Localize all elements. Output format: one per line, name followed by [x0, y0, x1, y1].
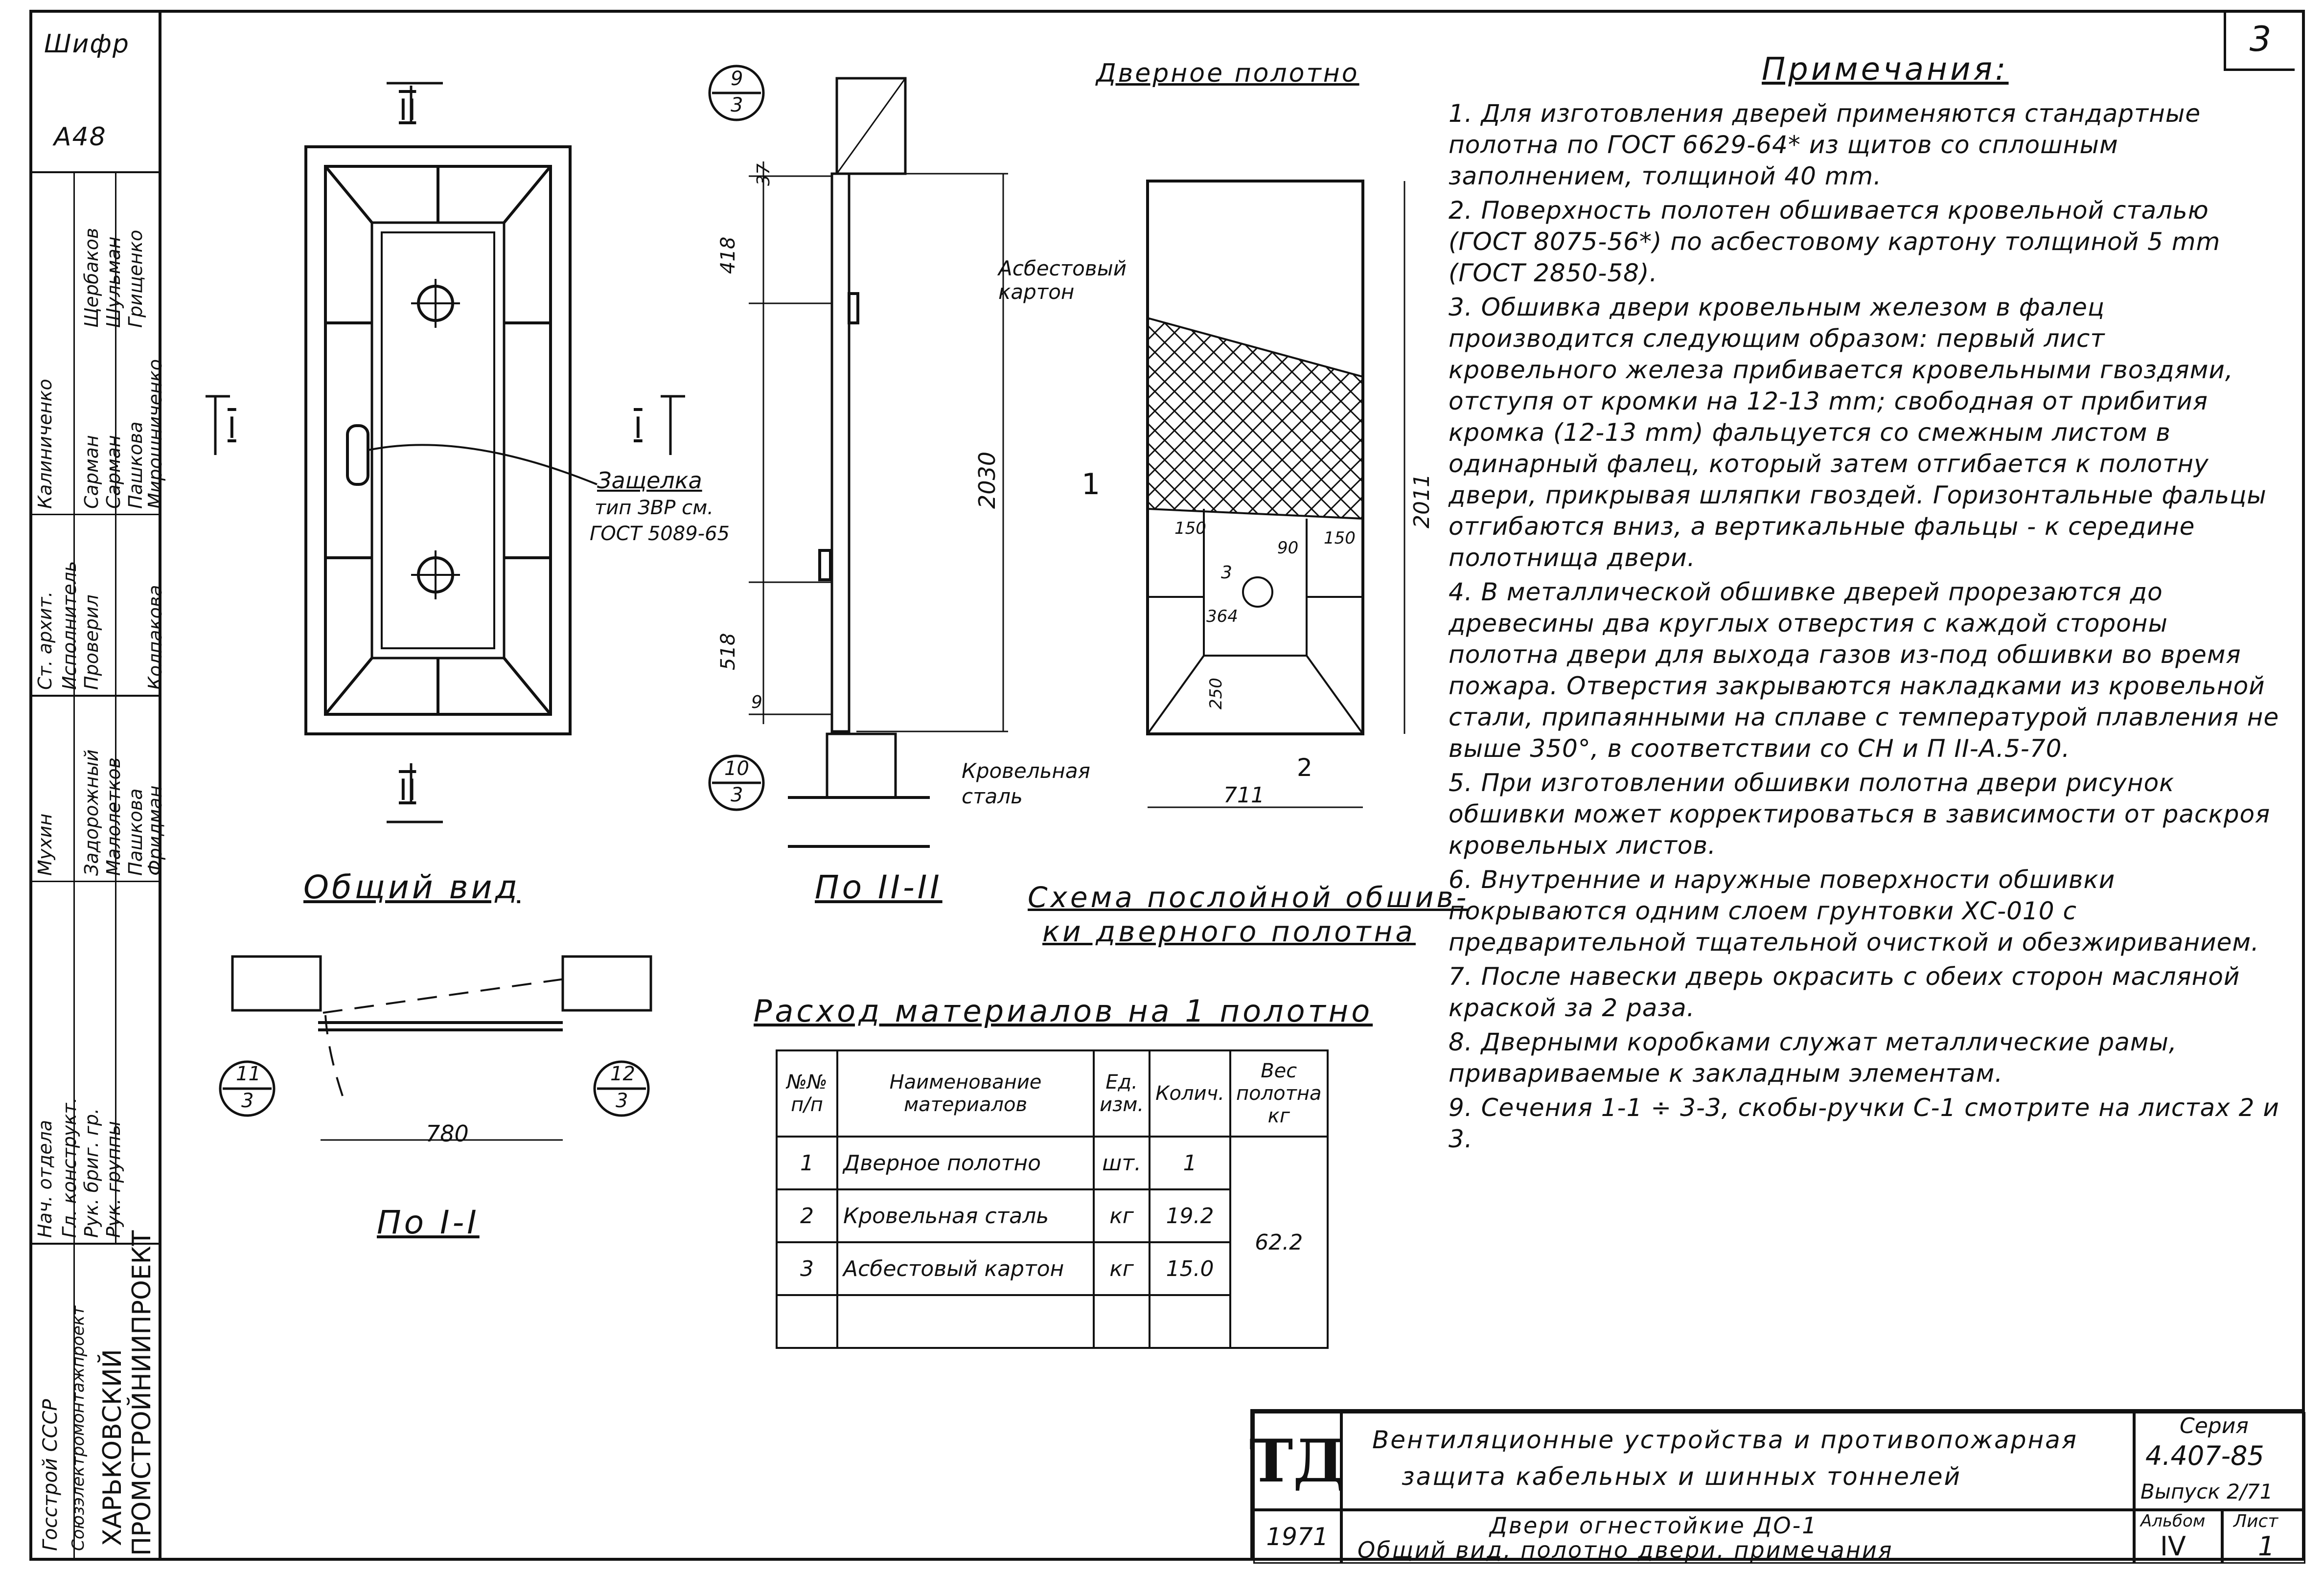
- series-label: Серия: [2180, 1413, 2249, 1438]
- table-row: 1 Дверное полотно шт. 1 62.2: [776, 1136, 1329, 1349]
- note-3: 3. Обшивка двери кровельным железом в фа…: [1449, 293, 2267, 572]
- row-unit: кг: [1092, 1188, 1151, 1243]
- section-2-2-drawing: [749, 77, 1008, 848]
- materials-title: Расход материалов на 1 полотно: [754, 993, 1373, 1029]
- callout-12-sheet: 3: [616, 1090, 628, 1112]
- section-mark-i-left: I: [228, 411, 236, 445]
- dim-3: 3: [1221, 563, 1232, 583]
- sheet-label: Лист: [2233, 1511, 2278, 1531]
- header-no: №№ п/п: [776, 1049, 838, 1138]
- note-2: 2. Поверхность полотен обшивается кровел…: [1449, 196, 2221, 287]
- row-name: Дверное полотно: [836, 1136, 1095, 1190]
- project-line-2: защита кабельных и шинных тоннелей: [1402, 1462, 1962, 1491]
- roof-steel-label: Кровельная сталь: [962, 759, 1090, 808]
- scheme-caption-2: ки дверного полотна: [1042, 915, 1416, 948]
- table-row: 2 Кровельная сталь кг 19.2: [776, 1188, 1328, 1243]
- row-name: Кровельная сталь: [836, 1188, 1095, 1243]
- callout-10-sheet: 3: [731, 784, 743, 806]
- dim-37: 37: [754, 163, 774, 186]
- note-8: 8. Дверными коробками служат металлическ…: [1449, 1028, 2177, 1088]
- album-label: Альбом: [2140, 1511, 2206, 1531]
- dim-150-left: 150: [1174, 519, 1206, 538]
- section-mark-ii-top: II: [399, 93, 416, 127]
- sheet-title-2: Общий вид, полотно двери, примечания: [1358, 1537, 1893, 1563]
- dim-150-right: 150: [1324, 528, 1356, 548]
- header-name: Наименование материалов: [836, 1049, 1095, 1138]
- header-qty: Колич.: [1149, 1049, 1231, 1138]
- row-qty: 1: [1149, 1136, 1231, 1190]
- latch-gost: ГОСТ 5089-65: [590, 523, 730, 545]
- callout-12: 12: [610, 1063, 635, 1085]
- callout-9-sheet: 3: [731, 94, 743, 116]
- series-value: 4.407-85: [2145, 1440, 2264, 1471]
- section-mark-ii-bottom: II: [399, 773, 416, 807]
- latch-type: тип ЗВР см.: [595, 497, 713, 519]
- header-unit: Ед. изм.: [1092, 1049, 1151, 1138]
- notes-list: 1. Для изготовления дверей применяются с…: [1449, 98, 2280, 1158]
- cipher-label: Шифр: [44, 29, 130, 59]
- row-no: 2: [776, 1188, 838, 1243]
- year: 1971: [1253, 1510, 1341, 1564]
- section-mark-i-right: I: [634, 411, 643, 445]
- note-7: 7. После навески дверь окрасить с обеих …: [1449, 962, 2240, 1022]
- dim-711: 711: [1223, 783, 1265, 808]
- dim-418: 418: [717, 236, 739, 274]
- sheet-title-1: Двери огнестойкие ДО-1: [1490, 1512, 1818, 1539]
- general-view-caption: Общий вид: [303, 868, 521, 906]
- door-leaf-label: Дверное полотно: [1096, 59, 1359, 88]
- project-line-1: Вентиляционные устройства и противопожар…: [1372, 1426, 2078, 1454]
- mark-2: 2: [1297, 753, 1312, 782]
- dim-364: 364: [1206, 607, 1238, 626]
- row-name: Асбестовый картон: [836, 1241, 1095, 1296]
- section-1-1-drawing: [231, 955, 652, 1141]
- dim-9: 9: [751, 692, 762, 712]
- latch-label: Защелка: [597, 467, 702, 494]
- row-qty: 19.2: [1149, 1188, 1231, 1243]
- table-row: 3 Асбестовый картон кг 15.0: [776, 1241, 1328, 1296]
- title-block: ТД 1971 Вентиляционные устройства и прот…: [1249, 1409, 2305, 1564]
- table-row-empty: [776, 1294, 1328, 1349]
- stamp-column: Шифр А48 Нач. отдела Гл. конструкт. Рук.…: [29, 10, 166, 1561]
- issue-label: Выпуск 2/71: [2140, 1480, 2273, 1504]
- asbestos-label: Асбестовый картон: [998, 256, 1127, 304]
- callout-11-sheet: 3: [241, 1090, 254, 1112]
- section-1-caption: По I-I: [377, 1204, 480, 1241]
- mark-1: 1: [1081, 467, 1101, 501]
- sheet-value: 1: [2258, 1531, 2275, 1562]
- row-unit: шт.: [1092, 1136, 1151, 1190]
- note-6: 6. Внутренние и наружные поверхности обш…: [1449, 866, 2259, 957]
- album-value: IV: [2160, 1531, 2186, 1562]
- dim-90: 90: [1277, 538, 1299, 558]
- dim-518: 518: [717, 633, 739, 670]
- sheet-number: 3: [2224, 10, 2295, 71]
- dim-2030: 2030: [974, 451, 1000, 509]
- note-4: 4. В металлической обшивке дверей прорез…: [1449, 578, 2279, 763]
- scheme-caption-1: Схема послойной обшив-: [1028, 881, 1470, 914]
- drawing-frame: [29, 10, 2305, 1561]
- note-5: 5. При изготовлении обшивки полотна двер…: [1449, 769, 2271, 860]
- general-view-door: [304, 145, 598, 735]
- callout-10: 10: [724, 757, 749, 780]
- row-qty: 15.0: [1149, 1241, 1231, 1296]
- dim-780: 780: [426, 1120, 469, 1147]
- materials-header-row: №№ п/п Наименование материалов Ед. изм. …: [776, 1049, 1329, 1138]
- row-no: 1: [776, 1136, 838, 1190]
- logo: ТД: [1249, 1412, 1345, 1510]
- materials-table: №№ п/п Наименование материалов Ед. изм. …: [776, 1049, 1329, 1349]
- row-unit: кг: [1092, 1241, 1151, 1296]
- row-no: 3: [776, 1241, 838, 1296]
- header-weight: Вес полотна кг: [1229, 1049, 1329, 1138]
- note-9: 9. Сечения 1-1 ÷ 3-3, скобы-ручки С-1 см…: [1449, 1094, 2279, 1153]
- callout-11: 11: [236, 1063, 261, 1085]
- cipher-value: А48: [54, 122, 107, 152]
- dim-250: 250: [1206, 678, 1226, 709]
- callout-9: 9: [731, 68, 743, 90]
- notes-title: Примечания:: [1762, 51, 2009, 88]
- total-weight: 62.2: [1229, 1136, 1329, 1349]
- dim-2011: 2011: [1409, 474, 1434, 528]
- section-2-caption: По II-II: [815, 868, 943, 906]
- note-1: 1. Для изготовления дверей применяются с…: [1449, 99, 2201, 190]
